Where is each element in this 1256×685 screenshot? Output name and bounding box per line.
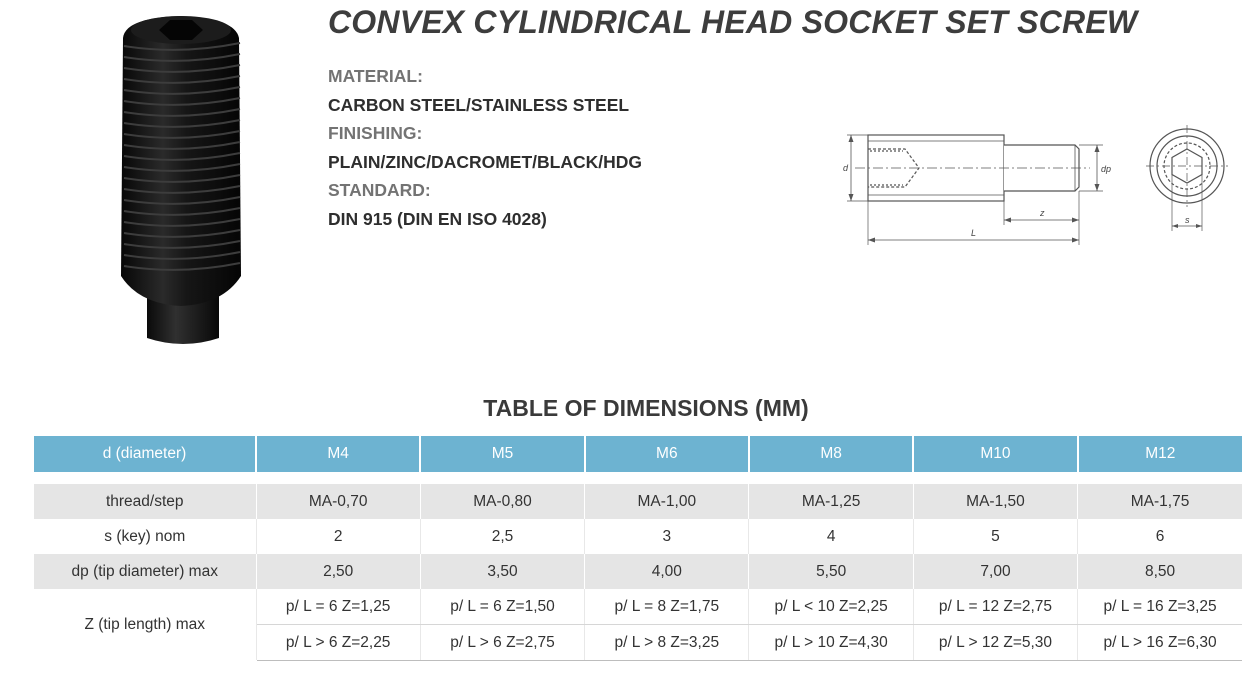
row-label: s (key) nom xyxy=(34,519,257,554)
row-label: thread/step xyxy=(34,484,257,519)
table-cell: p/ L > 8 Z=3,25 xyxy=(584,624,750,661)
thread-ridge xyxy=(123,53,241,62)
thread-ridge xyxy=(123,97,241,106)
header-cell: M5 xyxy=(420,436,586,472)
d-dim-label: d xyxy=(843,163,849,173)
table-cell: 5,50 xyxy=(748,554,914,589)
table-cell: 2,5 xyxy=(420,519,586,554)
material-label: MATERIAL: xyxy=(328,66,423,86)
thread-ridge xyxy=(123,185,241,194)
z-dim-label: z xyxy=(1039,208,1045,218)
thread-ridge xyxy=(123,207,241,216)
table-cell: 6 xyxy=(1077,519,1242,554)
header-cell: M12 xyxy=(1077,436,1242,472)
thread-ridge xyxy=(123,64,241,73)
table-title: TABLE OF DIMENSIONS (MM) xyxy=(483,395,809,421)
table-cell: MA-0,70 xyxy=(256,484,421,519)
table-cell: 8,50 xyxy=(1077,554,1242,589)
thread-ridge xyxy=(123,119,241,128)
standard-label: STANDARD: xyxy=(328,180,431,200)
row-label: dp (tip diameter) max xyxy=(34,554,257,589)
table-cell: 7,00 xyxy=(913,554,1079,589)
thread-ridge xyxy=(123,141,241,150)
thread-ridge xyxy=(123,108,241,117)
table-cell: 2 xyxy=(256,519,421,554)
table-row: dp (tip diameter) max 2,50 3,50 4,00 5,5… xyxy=(34,554,1242,589)
product-title: CONVEX CYLINDRICAL HEAD SOCKET SET SCREW xyxy=(328,4,1138,40)
header-cell: M6 xyxy=(584,436,750,472)
table-cell: 4 xyxy=(748,519,914,554)
thread-ridge xyxy=(123,130,241,139)
table-cell: 5 xyxy=(913,519,1079,554)
s-dim-label: s xyxy=(1185,215,1190,225)
thread-ridge xyxy=(123,86,241,95)
thread-ridge xyxy=(123,75,241,84)
thread-ridge xyxy=(123,240,241,249)
table-cell: MA-1,50 xyxy=(913,484,1079,519)
table-cell: p/ L = 16 Z=3,25 xyxy=(1077,589,1242,625)
table-header-row: d (diameter) M4 M5 M6 M8 M10 M12 xyxy=(34,436,1242,472)
table-cell: MA-0,80 xyxy=(420,484,586,519)
technical-drawing: d dp z L s xyxy=(843,125,1228,245)
table-cell: p/ L = 12 Z=2,75 xyxy=(913,589,1079,625)
thread-ridge xyxy=(123,262,241,271)
thread-ridge xyxy=(123,251,241,260)
material-value: CARBON STEEL/STAINLESS STEEL xyxy=(328,94,630,115)
table-cell: MA-1,75 xyxy=(1077,484,1242,519)
table-cell: p/ L > 12 Z=5,30 xyxy=(913,624,1079,661)
finishing-label: FINISHING: xyxy=(328,123,423,143)
header-cell: M8 xyxy=(748,436,915,472)
dp-dim-label: dp xyxy=(1101,164,1111,174)
dimensions-table: d (diameter) M4 M5 M6 M8 M10 M12 thread/… xyxy=(34,436,1242,661)
spec-list: MATERIAL: CARBON STEEL/STAINLESS STEEL F… xyxy=(328,62,642,233)
header-cell: M10 xyxy=(913,436,1079,472)
table-cell: p/ L > 16 Z=6,30 xyxy=(1077,624,1242,661)
table-cell: 3 xyxy=(584,519,750,554)
table-cell: p/ L = 8 Z=1,75 xyxy=(584,589,750,625)
row-label: Z (tip length) max xyxy=(34,589,257,661)
table-cell: p/ L < 10 Z=2,25 xyxy=(748,589,914,625)
table-row: s (key) nom 2 2,5 3 4 5 6 xyxy=(34,519,1242,554)
thread-ridge xyxy=(123,174,241,183)
table-cell: p/ L = 6 Z=1,25 xyxy=(256,589,421,625)
thread-ridge xyxy=(123,229,241,238)
table-cell: p/ L > 10 Z=4,30 xyxy=(748,624,914,661)
table-cell: MA-1,00 xyxy=(584,484,750,519)
l-dim-label: L xyxy=(971,228,976,238)
thread-ridge xyxy=(123,42,241,51)
table-cell: 4,00 xyxy=(584,554,750,589)
thread-ridge xyxy=(123,218,241,227)
thread-ridge xyxy=(123,152,241,161)
thread-ridge xyxy=(123,196,241,205)
table-row: Z (tip length) max p/ L = 6 Z=1,25 p/ L … xyxy=(34,589,1242,661)
table-cell: p/ L = 6 Z=1,50 xyxy=(420,589,586,625)
table-cell: 3,50 xyxy=(420,554,586,589)
finishing-value: PLAIN/ZINC/DACROMET/BLACK/HDG xyxy=(328,151,643,172)
product-photo xyxy=(121,16,241,344)
table-cell: MA-1,25 xyxy=(748,484,914,519)
thread-ridge xyxy=(123,163,241,172)
table-cell: p/ L > 6 Z=2,75 xyxy=(420,624,586,661)
table-cell: 2,50 xyxy=(256,554,421,589)
table-cell: p/ L > 6 Z=2,25 xyxy=(256,624,421,661)
standard-value: DIN 915 (DIN EN ISO 4028) xyxy=(328,208,547,229)
header-cell: M4 xyxy=(256,436,422,472)
table-row: thread/step MA-0,70 MA-0,80 MA-1,00 MA-1… xyxy=(34,484,1242,519)
table-row: p/ L > 6 Z=2,25 p/ L > 6 Z=2,75 p/ L > 8… xyxy=(34,624,1242,661)
header-cell: d (diameter) xyxy=(34,436,257,472)
